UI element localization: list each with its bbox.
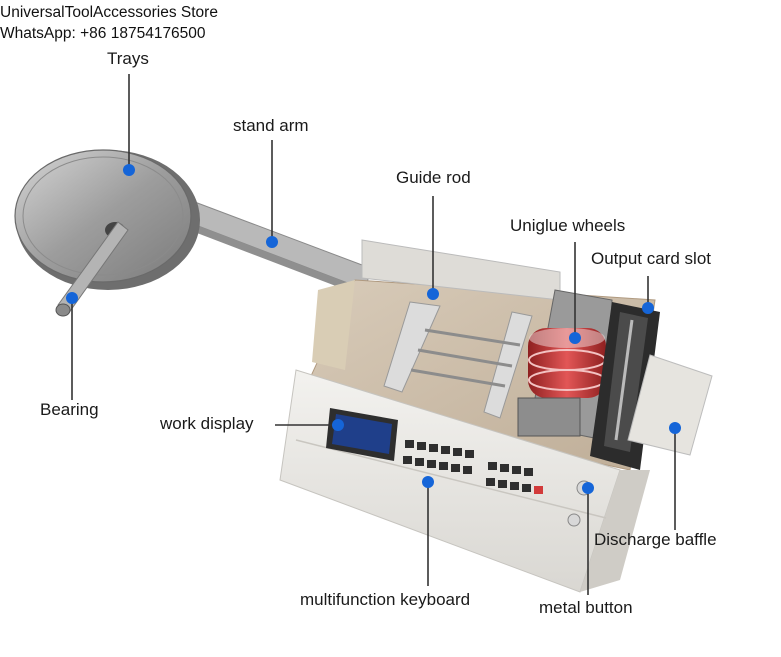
label-multifunction-keyboard: multifunction keyboard	[300, 590, 471, 609]
keypad	[403, 440, 543, 494]
bearing-shaft	[55, 221, 129, 317]
label-stand-arm: stand arm	[233, 116, 309, 135]
marker-multifunction-keyboard	[422, 476, 434, 488]
marker-bearing	[66, 292, 78, 304]
guide-rods	[383, 301, 533, 419]
wheel-assembly	[517, 289, 613, 441]
label-output-card-slot: Output card slot	[591, 249, 712, 268]
leader-lines	[71, 74, 676, 595]
marker-uniglue-wheels	[569, 332, 581, 344]
label-guide-rod: Guide rod	[396, 168, 471, 187]
label-metal-button: metal button	[539, 598, 633, 617]
tray-disc	[14, 149, 200, 290]
store-info: UniversalToolAccessories Store WhatsApp:…	[0, 2, 218, 44]
marker-output-card-slot	[642, 302, 654, 314]
marker-guide-rod	[427, 288, 439, 300]
marker-work-display	[332, 419, 344, 431]
markers	[66, 164, 681, 494]
marker-discharge-baffle	[669, 422, 681, 434]
label-bearing: Bearing	[40, 400, 99, 419]
marker-trays	[123, 164, 135, 176]
display-screen	[326, 408, 398, 461]
label-discharge-baffle: Discharge baffle	[594, 530, 717, 549]
discharge-baffle	[627, 354, 713, 456]
label-work-display: work display	[160, 414, 254, 433]
marker-metal-button	[582, 482, 594, 494]
label-trays: Trays	[107, 49, 149, 68]
label-uniglue-wheels: Uniglue wheels	[510, 216, 626, 235]
store-whatsapp: WhatsApp: +86 18754176500	[0, 25, 206, 42]
marker-stand-arm	[266, 236, 278, 248]
store-name: UniversalToolAccessories Store	[0, 4, 218, 21]
